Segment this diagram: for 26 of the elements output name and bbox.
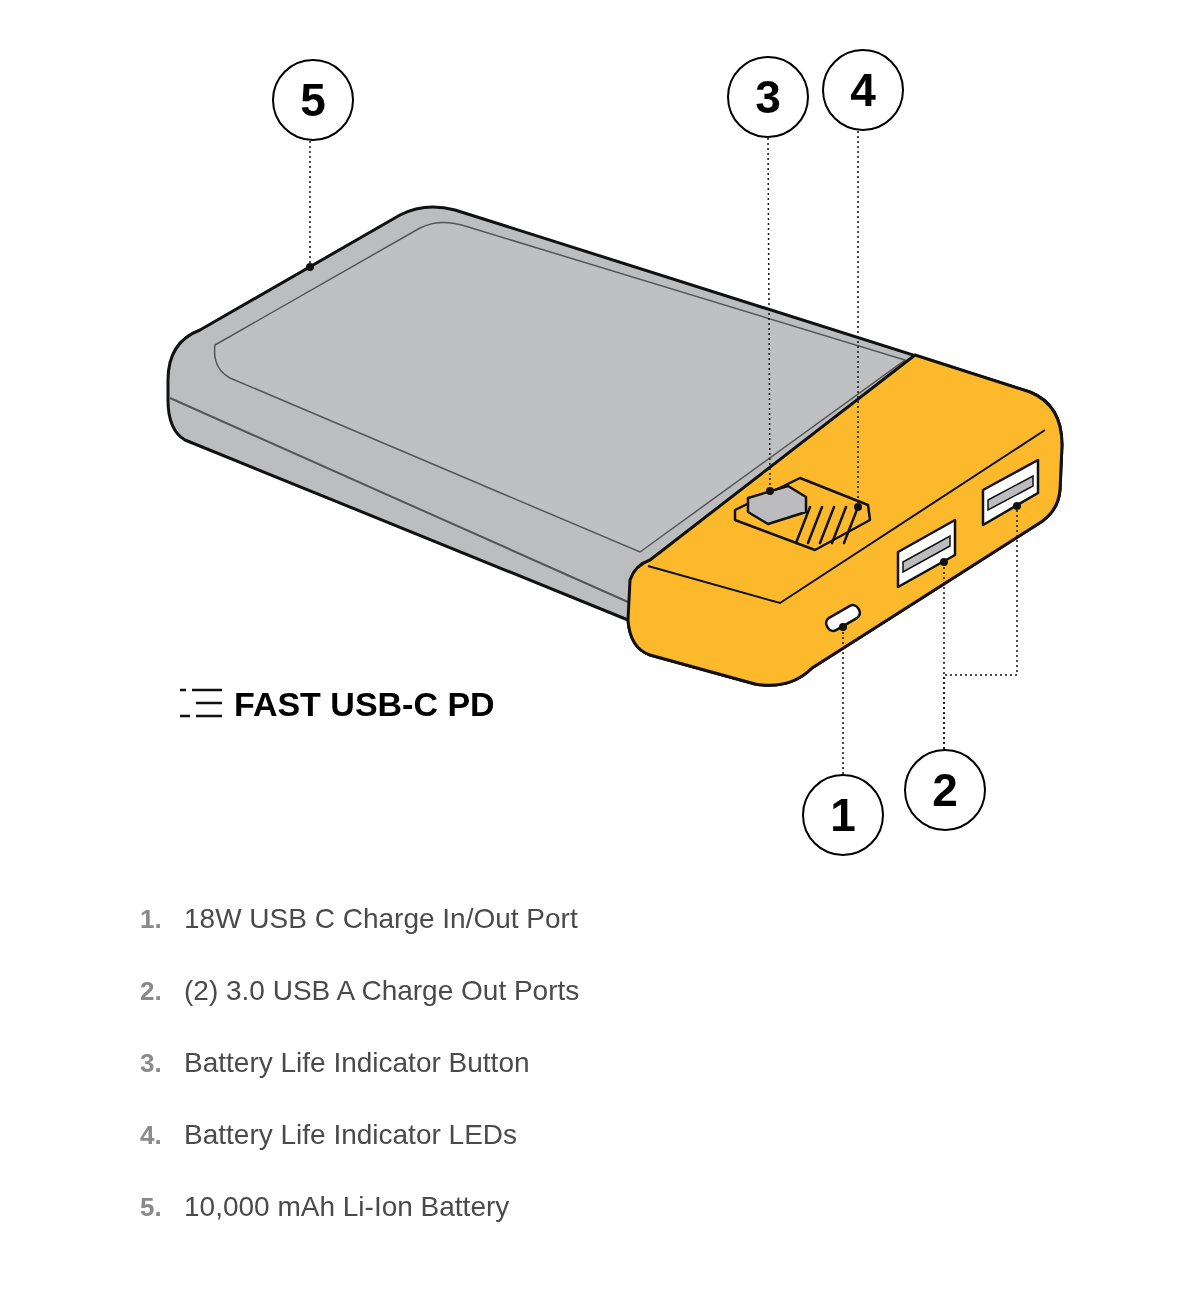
callout-number: 4 (822, 49, 904, 131)
feature-text: (2) 3.0 USB A Charge Out Ports (184, 974, 580, 1008)
list-number: 1. (140, 903, 163, 936)
leader-line (854, 130, 862, 511)
leader-line (306, 140, 314, 271)
list-number: 5. (140, 1191, 163, 1224)
list-number: 3. (140, 1047, 163, 1080)
leader-line (766, 137, 774, 495)
feature-text: Battery Life Indicator Button (184, 1046, 530, 1080)
button (746, 484, 808, 526)
feature-text: 18W USB C Charge In/Out Port (184, 902, 578, 936)
callout-number: 5 (272, 59, 354, 141)
led-grille (794, 505, 860, 545)
list-number: 2. (140, 975, 163, 1008)
power-bank-drawing (166, 205, 1064, 687)
list-number: 4. (140, 1119, 163, 1152)
callout-number: 2 (904, 749, 986, 831)
feature-text: 10,000 mAh Li-Ion Battery (184, 1190, 510, 1224)
callout-number: 3 (727, 56, 809, 138)
usb-a-port (981, 458, 1040, 527)
leader-line (839, 623, 847, 775)
feature-text: Battery Life Indicator LEDs (184, 1118, 518, 1152)
feature-heading: FAST USB-C PD (234, 684, 495, 724)
leader-line (943, 502, 1021, 750)
callout-number: 1 (802, 774, 884, 856)
usb-a-port (896, 518, 957, 589)
